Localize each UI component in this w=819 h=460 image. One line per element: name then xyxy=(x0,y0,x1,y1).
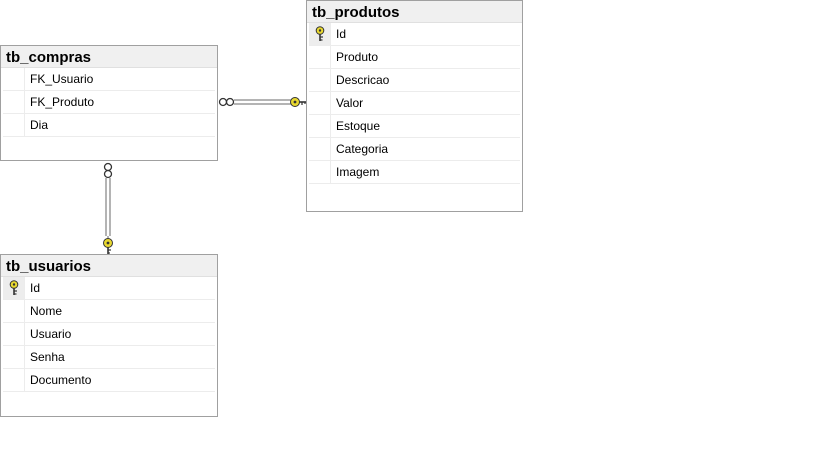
table-title[interactable]: tb_produtos xyxy=(307,1,522,23)
table-title[interactable]: tb_compras xyxy=(1,46,217,68)
row-selector[interactable] xyxy=(3,323,25,345)
infinity-icon xyxy=(103,162,113,179)
row-selector[interactable] xyxy=(309,69,331,91)
row-selector[interactable] xyxy=(309,115,331,137)
column-name: FK_Produto xyxy=(30,95,95,109)
column-list: Id Produto Descricao Valor Estoque Categ… xyxy=(309,23,520,184)
row-selector[interactable] xyxy=(3,68,25,90)
column-row[interactable]: Dia xyxy=(3,114,215,137)
column-row[interactable]: Produto xyxy=(309,46,520,69)
primary-key-icon xyxy=(9,280,19,295)
column-name: Categoria xyxy=(336,142,389,156)
row-selector[interactable] xyxy=(309,92,331,114)
column-name: Nome xyxy=(30,304,63,318)
key-icon xyxy=(103,238,113,254)
row-selector[interactable] xyxy=(309,138,331,160)
primary-key-icon xyxy=(315,26,325,41)
column-list: Id Nome Usuario Senha Documento xyxy=(3,277,215,392)
column-row[interactable]: FK_Produto xyxy=(3,91,215,114)
column-name: Dia xyxy=(30,118,49,132)
key-icon xyxy=(290,97,306,107)
column-list: FK_Usuario FK_Produto Dia xyxy=(3,68,215,137)
column-name: Id xyxy=(336,27,347,41)
row-selector[interactable] xyxy=(3,114,25,136)
column-name: Produto xyxy=(336,50,379,64)
column-name: Valor xyxy=(336,96,364,110)
infinity-icon xyxy=(218,97,235,107)
table-tb-usuarios[interactable]: tb_usuarios Id Nome Usuario Se xyxy=(0,254,218,417)
row-selector[interactable] xyxy=(3,369,25,391)
column-name: Imagem xyxy=(336,165,380,179)
column-name: Id xyxy=(30,281,41,295)
column-row[interactable]: Nome xyxy=(3,300,215,323)
table-tb-compras[interactable]: tb_compras FK_Usuario FK_Produto Dia xyxy=(0,45,218,161)
column-row[interactable]: Imagem xyxy=(309,161,520,184)
column-row[interactable]: Categoria xyxy=(309,138,520,161)
column-row[interactable]: Usuario xyxy=(3,323,215,346)
column-name: Descricao xyxy=(336,73,390,87)
column-row[interactable]: FK_Usuario xyxy=(3,68,215,91)
column-name: FK_Usuario xyxy=(30,72,94,86)
column-row-primary-key[interactable]: Id xyxy=(309,23,520,46)
row-selector[interactable] xyxy=(3,91,25,113)
column-name: Documento xyxy=(30,373,92,387)
column-row[interactable]: Descricao xyxy=(309,69,520,92)
column-row[interactable]: Documento xyxy=(3,369,215,392)
column-name: Usuario xyxy=(30,327,72,341)
column-row[interactable]: Estoque xyxy=(309,115,520,138)
row-selector[interactable] xyxy=(3,346,25,368)
table-tb-produtos[interactable]: tb_produtos Id Produto Descricao xyxy=(306,0,523,212)
column-row[interactable]: Senha xyxy=(3,346,215,369)
column-name: Senha xyxy=(30,350,65,364)
column-row[interactable]: Valor xyxy=(309,92,520,115)
row-selector[interactable] xyxy=(3,300,25,322)
row-selector[interactable] xyxy=(3,277,25,299)
column-row-primary-key[interactable]: Id xyxy=(3,277,215,300)
row-selector[interactable] xyxy=(309,161,331,183)
column-name: Estoque xyxy=(336,119,381,133)
row-selector[interactable] xyxy=(309,46,331,68)
row-selector[interactable] xyxy=(309,23,331,45)
table-title[interactable]: tb_usuarios xyxy=(1,255,217,277)
